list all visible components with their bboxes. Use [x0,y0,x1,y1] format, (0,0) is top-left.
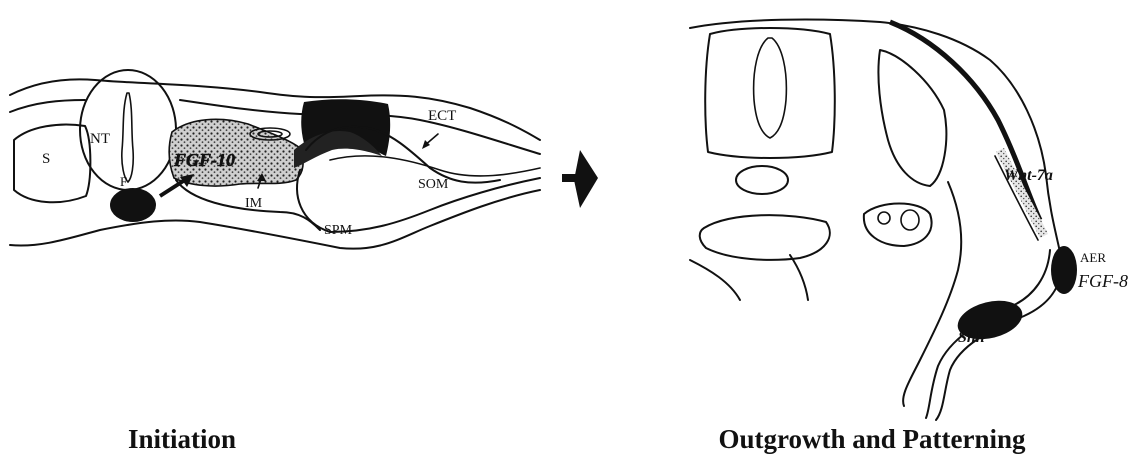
somite-right [878,50,946,186]
somatopleure-line [330,156,540,176]
ventral-line-left [690,260,740,300]
aer-ridge [1051,246,1077,294]
outgrowth-panel: Wnt-7a AER FGF-8 Shh Outgrowth and Patte… [690,20,1128,454]
label-f: F [120,174,127,189]
caption-initiation: Initiation [128,424,236,454]
label-nt: NT [90,131,110,147]
transition-arrow [562,150,598,208]
body-wall [903,182,961,406]
neural-tube [80,70,176,190]
label-s: S [42,151,50,167]
caption-outgrowth: Outgrowth and Patterning [718,424,1026,454]
neural-canal-right [754,38,787,138]
initiation-panel: NT S F ECT SOM SPM IM FGF-10 Initiation [10,70,540,454]
ventral-line-center [790,255,808,300]
label-fgf8: FGF-8 [1077,271,1128,291]
mesonephric-tubule-1 [878,212,890,224]
label-fgf10: FGF-10 [173,150,235,170]
notochord [110,188,156,222]
notochord-right [736,166,788,194]
somite [14,125,90,203]
mesonephric-tubule-2 [901,210,919,230]
label-aer: AER [1080,250,1106,265]
label-im: IM [245,196,263,211]
label-wnt7a: Wnt-7a [1004,167,1053,184]
wnt7a-strip [1000,150,1044,236]
label-ect: ECT [428,108,456,124]
mesonephros-right [864,204,932,247]
label-spm: SPM [324,223,353,238]
label-shh: Shh [958,329,985,346]
gut-crescent [700,215,830,260]
neural-canal [122,93,133,182]
label-som: SOM [418,177,449,192]
transition-arrow-head [574,150,598,208]
